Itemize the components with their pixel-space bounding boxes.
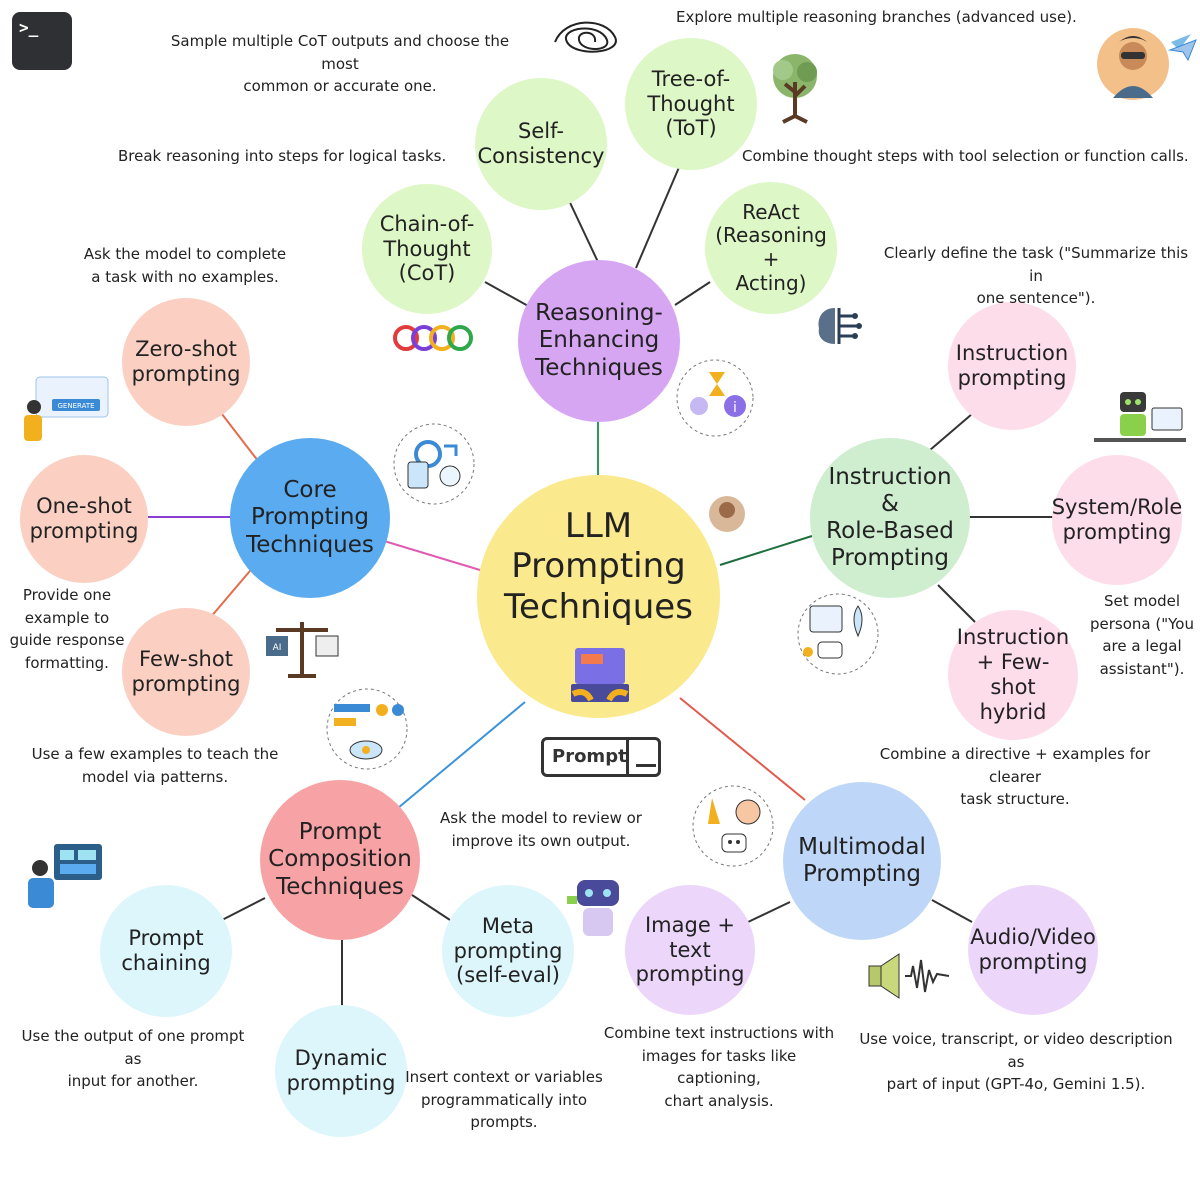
system-role-node: System/Role prompting	[1052, 455, 1182, 585]
reasoning-node-label: Reasoning- Enhancing Techniques	[535, 300, 663, 381]
image-text-label: Image + text prompting	[635, 912, 745, 987]
self-consistency-node: Self- Consistency	[475, 78, 607, 210]
edge-composition-meta	[411, 894, 451, 921]
laptop-person-icon	[571, 648, 629, 702]
react-node: ReAct (Reasoning + Acting)	[705, 182, 837, 314]
edge-reasoning-cot	[484, 281, 531, 308]
tot-label: Tree-of- Thought (ToT)	[647, 66, 735, 141]
prompt-chaining-node: Prompt chaining	[100, 885, 232, 1017]
note-tot: Explore multiple reasoning branches (adv…	[676, 8, 1077, 26]
zero-shot-node: Zero-shot prompting	[122, 298, 250, 426]
brain-circuit-icon	[818, 308, 862, 344]
prompt-box-cursor	[636, 764, 656, 767]
composition-node: Prompt Composition Techniques	[260, 780, 420, 940]
rocket-bot-icon	[797, 593, 879, 675]
image-text-node: Image + text prompting	[625, 885, 755, 1015]
prompt-box-divider	[626, 740, 629, 774]
cot-label: Chain-of- Thought (CoT)	[379, 211, 475, 286]
scales-icon: AI	[266, 622, 339, 678]
note-chaining: Use the output of one prompt as input fo…	[21, 1027, 245, 1090]
prompt-chaining-label: Prompt chaining	[121, 926, 211, 975]
note-react: Combine thought steps with tool selectio…	[742, 147, 1189, 165]
edge-multimodal-image	[747, 901, 791, 923]
multimodal-node-label: Multimodal Prompting	[798, 833, 926, 887]
note-system-role: Set model persona ("You are a legal assi…	[1090, 592, 1194, 678]
edge-reasoning-react	[674, 281, 711, 306]
note-image-text: Combine text instructions with images fo…	[603, 1024, 835, 1110]
note-instruction: Clearly define the task ("Summarize this…	[883, 244, 1189, 307]
zero-shot-label: Zero-shot prompting	[131, 337, 241, 386]
edge-instruction-hybrid	[937, 584, 976, 623]
meta-prompting-label: Meta prompting (self-eval)	[453, 913, 563, 988]
one-shot-node: One-shot prompting	[20, 455, 148, 583]
meta-prompting-node: Meta prompting (self-eval)	[442, 885, 574, 1017]
cot-node: Chain-of- Thought (CoT)	[362, 184, 492, 314]
note-cot: Break reasoning into steps for logical t…	[118, 147, 447, 165]
dynamic-prompting-node: Dynamic prompting	[275, 1005, 407, 1137]
edge-instruction-instr	[929, 413, 973, 451]
instruction-prompting-label: Instruction prompting	[955, 341, 1069, 390]
edge-composition-chaining	[221, 897, 266, 921]
robot-desk-icon	[1094, 392, 1186, 442]
hourglass-info-icon: i	[676, 359, 754, 437]
svg-text:AI: AI	[273, 643, 282, 653]
edge-instruction-center	[719, 535, 813, 566]
audio-video-node: Audio/Video prompting	[968, 885, 1098, 1015]
flow-eye-icon	[326, 688, 408, 770]
prompt-box-label: Prompt	[552, 746, 627, 767]
note-zero-shot: Ask the model to complete a task with no…	[83, 245, 287, 286]
note-dynamic: Insert context or variables programmatic…	[405, 1068, 603, 1131]
note-self-consistency: Sample multiple CoT outputs and choose t…	[170, 32, 510, 95]
multimodal-art-icon	[692, 785, 774, 867]
edge-composition-center	[397, 701, 526, 809]
one-shot-label: One-shot prompting	[29, 494, 139, 543]
avatar-small-icon	[709, 496, 745, 532]
core-node: Core Prompting Techniques	[230, 438, 390, 598]
terminal-icon: >_	[12, 12, 72, 70]
edge-multimodal-center	[679, 697, 806, 801]
paper-plane-icon	[1168, 39, 1197, 62]
cycle-arrows-icon	[393, 325, 473, 351]
instruction-fewshot-node: Instruction + Few-shot hybrid	[948, 610, 1078, 740]
react-label: ReAct (Reasoning + Acting)	[715, 199, 827, 295]
core-node-label: Core Prompting Techniques	[246, 477, 374, 558]
dashboard-person-icon	[28, 844, 102, 908]
brand-logo	[1083, 12, 1193, 102]
dynamic-prompting-label: Dynamic prompting	[286, 1046, 396, 1095]
audio-video-label: Audio/Video prompting	[970, 925, 1096, 974]
system-role-label: System/Role prompting	[1051, 495, 1183, 544]
instruction-fewshot-label: Instruction + Few-shot hybrid	[956, 625, 1070, 724]
few-shot-label: Few-shot prompting	[131, 647, 241, 696]
composition-node-label: Prompt Composition Techniques	[268, 819, 412, 900]
note-hybrid: Combine a directive + examples for clear…	[879, 745, 1151, 808]
note-few-shot: Use a few examples to teach the model vi…	[31, 745, 279, 786]
gear-head-icon	[393, 423, 475, 505]
speaker-waveform-icon	[868, 953, 950, 999]
note-audio-video: Use voice, transcript, or video descript…	[859, 1030, 1173, 1093]
instruction-prompting-node: Instruction prompting	[948, 302, 1076, 430]
reasoning-node: Reasoning- Enhancing Techniques	[518, 260, 680, 422]
center-node-label: LLM Prompting Techniques	[504, 506, 693, 627]
robot-meta-icon	[567, 880, 619, 936]
edge-reasoning-tot	[635, 164, 681, 269]
note-meta: Ask the model to review or improve its o…	[440, 809, 642, 850]
multimodal-node: Multimodal Prompting	[783, 782, 941, 940]
edge-multimodal-audio	[931, 899, 973, 923]
edge-reasoning-self	[564, 191, 599, 263]
prompt-box: Prompt	[541, 737, 661, 777]
scribble-icon	[554, 21, 617, 53]
few-shot-node: Few-shot prompting	[122, 608, 250, 736]
edge-core-few	[209, 564, 256, 619]
tree-icon	[773, 54, 817, 124]
instruction-node: Instruction & Role-Based Prompting	[810, 438, 970, 598]
svg-text:i: i	[733, 400, 737, 416]
note-one-shot: Provide one example to guide response fo…	[9, 586, 125, 672]
generate-ui-icon: GENERATE	[24, 376, 109, 441]
svg-text:GENERATE: GENERATE	[57, 402, 94, 410]
instruction-node-label: Instruction & Role-Based Prompting	[826, 463, 954, 572]
tot-node: Tree-of- Thought (ToT)	[625, 38, 757, 170]
self-consistency-label: Self- Consistency	[477, 119, 605, 168]
